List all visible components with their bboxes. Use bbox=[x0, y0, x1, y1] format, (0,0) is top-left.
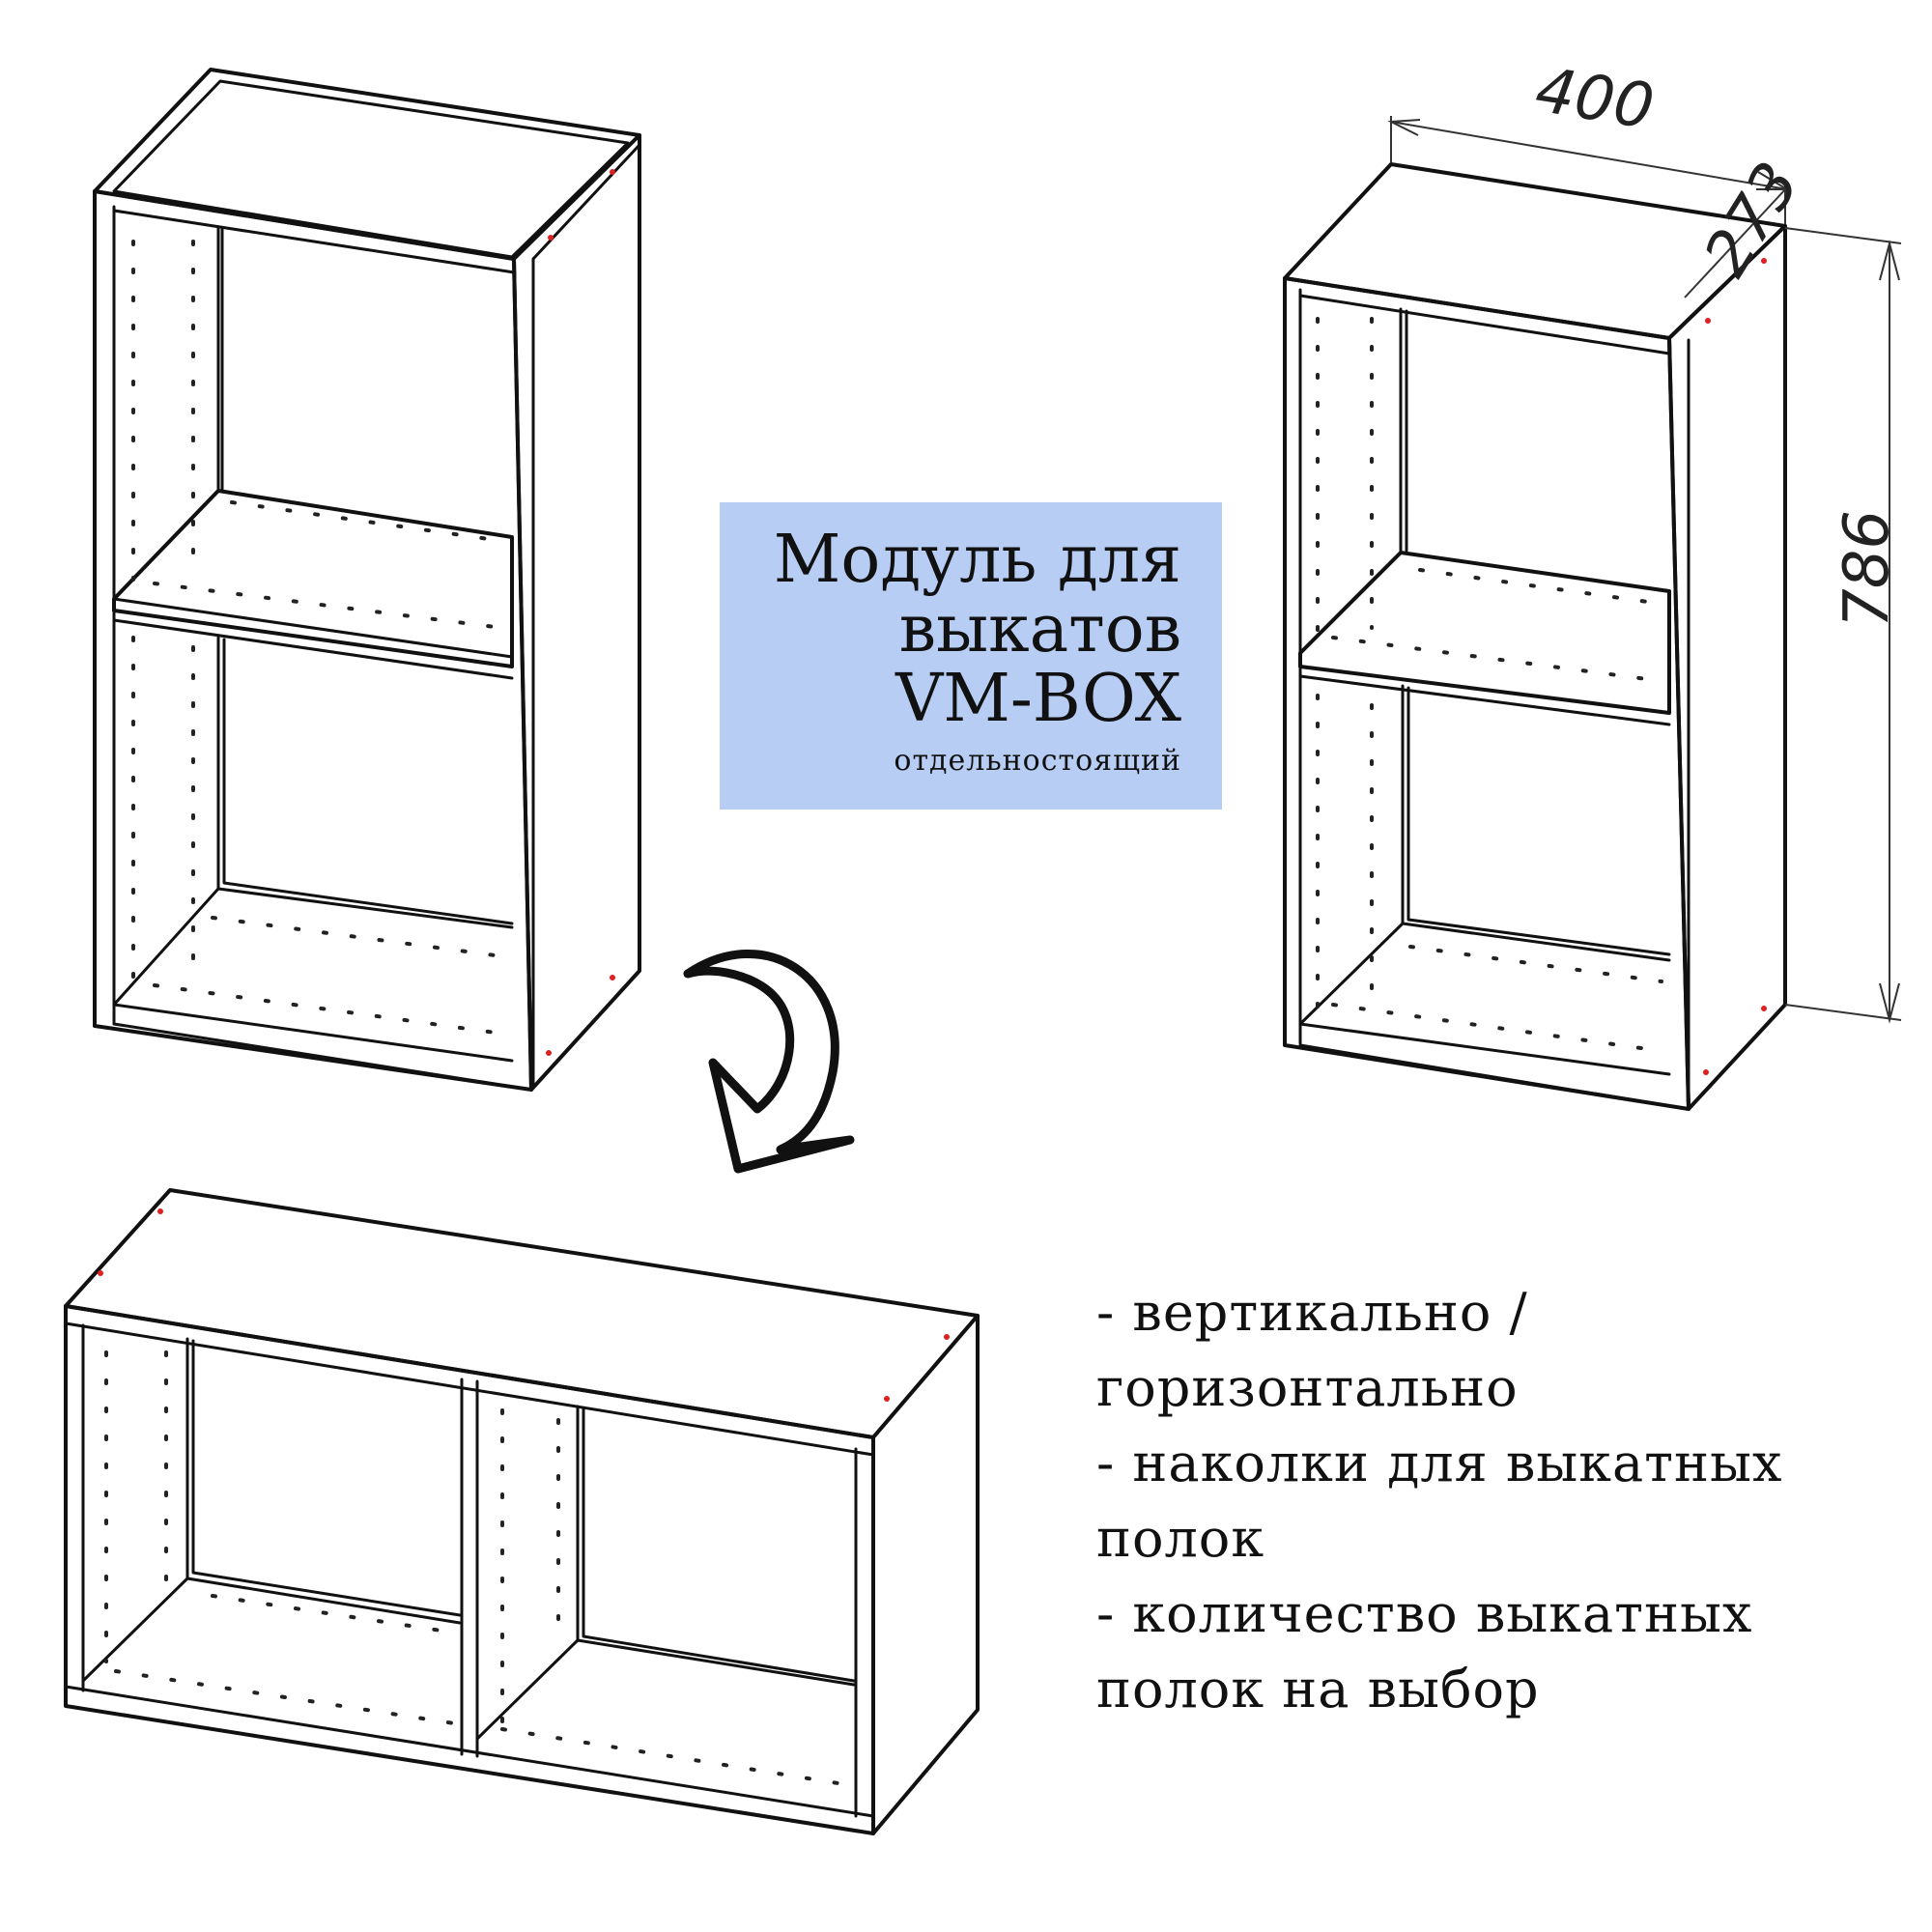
title-line-2: выкатов bbox=[898, 591, 1181, 668]
feature-line: горизонтально bbox=[1096, 1357, 1519, 1418]
feature-line: полок на выбор bbox=[1096, 1659, 1540, 1719]
feature-line: - наколки для выкатных bbox=[1096, 1433, 1783, 1493]
vertical-cabinet-left bbox=[93, 68, 641, 1092]
feature-line: полок bbox=[1096, 1508, 1265, 1569]
height-dimension-label: 786 bbox=[1832, 510, 1903, 628]
feature-line: - количество выкатных bbox=[1096, 1583, 1753, 1644]
feature-line: - вертикально / bbox=[1096, 1282, 1528, 1343]
title-box: Модуль для выкатов VM-BOX отдельностоящи… bbox=[720, 502, 1222, 810]
width-dimension-label: 400 bbox=[1531, 55, 1659, 144]
vertical-cabinet-dimensioned bbox=[1283, 116, 1902, 1111]
title-line-1: Модуль для bbox=[773, 522, 1181, 598]
features-list: - вертикально / горизонтально - наколки … bbox=[1096, 1275, 1889, 1727]
horizontal-cabinet bbox=[64, 1188, 980, 1835]
curved-arrow-icon bbox=[683, 949, 855, 1174]
title-line-3: VM-BOX bbox=[895, 661, 1181, 737]
title-subtitle: отдельностоящий bbox=[894, 744, 1181, 778]
